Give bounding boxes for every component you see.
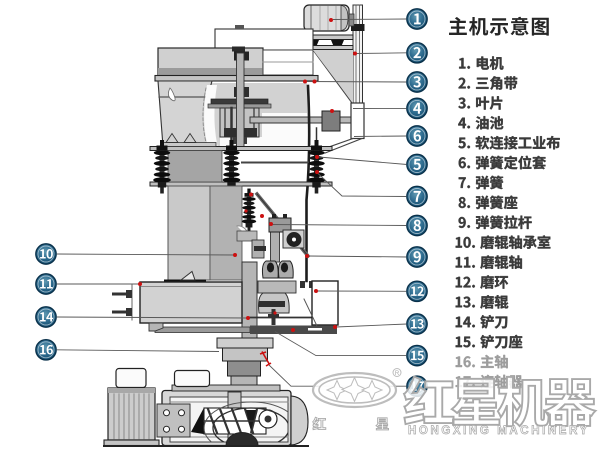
svg-text:HONGXING MACHINERY: HONGXING MACHINERY	[408, 425, 590, 437]
svg-text:R: R	[395, 371, 400, 377]
